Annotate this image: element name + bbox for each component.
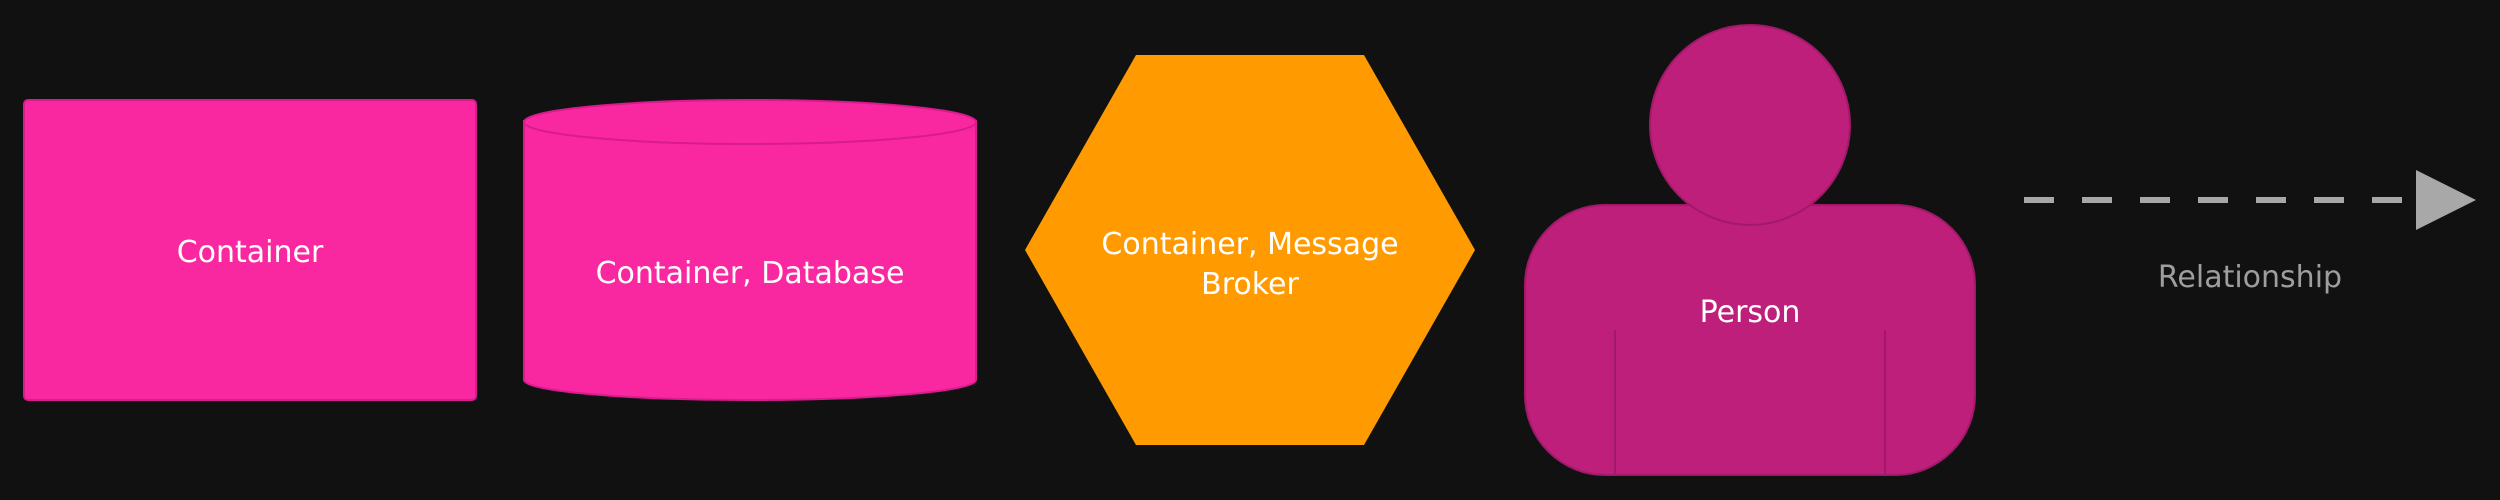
message-broker-hexagon [1025,55,1475,445]
person-label: Person [1700,295,1801,330]
relationship-arrowhead [2416,170,2476,230]
relationship-label: Relationship [2158,260,2342,295]
person-element: Person [1524,24,1976,476]
database-cylinder-top [523,99,977,145]
person-head [1649,24,1851,226]
message-broker-element: Container, Message Broker [1025,55,1475,445]
person-body [1524,204,1976,476]
container-label: Container [177,235,324,270]
database-cylinder-body [523,120,977,401]
database-element: Container, Database [523,99,977,401]
message-broker-label-line1: Container, Message [1101,227,1398,262]
container-element: Container [23,99,477,401]
database-label: Container, Database [596,256,905,291]
relationship-element: Relationship [2024,170,2476,295]
container-box [23,99,477,401]
message-broker-label-line2: Broker [1201,267,1299,302]
